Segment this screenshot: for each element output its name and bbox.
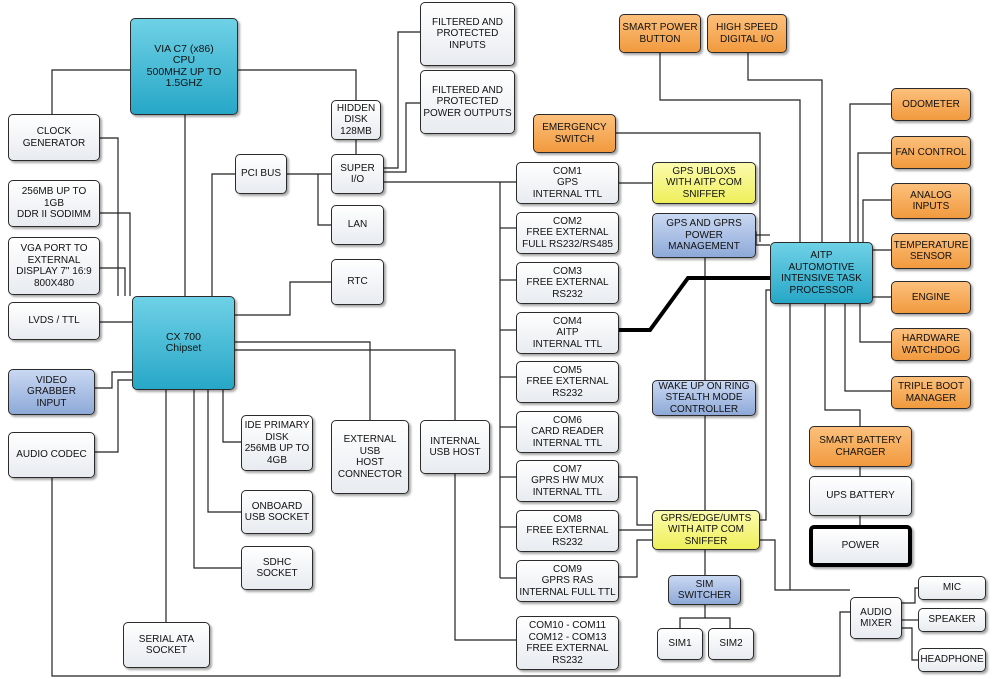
sim2-block: SIM2	[708, 628, 754, 660]
sdhc-block: SDHC SOCKET	[241, 546, 313, 590]
sim1-block: SIM1	[657, 628, 703, 660]
cpu-block: VIA C7 (x86) CPU 500MHZ UP TO 1.5GHZ	[130, 18, 238, 115]
clock-generator-block: CLOCK GENERATOR	[8, 114, 100, 161]
ext-usb-host-block: EXTERNAL USB HOST CONNECTOR	[331, 420, 409, 494]
com5-block: COM5 FREE EXTERNAL RS232	[516, 361, 619, 403]
audio-mixer-block: AUDIO MIXER	[850, 597, 902, 639]
gps-ublox-block: GPS UBLOX5 WITH AITP COM SNIFFER	[652, 162, 756, 204]
emergency-switch-block: EMERGENCY SWITCH	[533, 114, 616, 153]
com9-block: COM9 GPRS RAS INTERNAL FULL TTL	[516, 560, 619, 602]
power-block: POWER	[809, 525, 912, 567]
audio-codec-block: AUDIO CODEC	[8, 432, 95, 478]
com2-block: COM2 FREE EXTERNAL FULL RS232/RS485	[516, 212, 619, 254]
com4-block: COM4 AITP INTERNAL TTL	[516, 312, 619, 354]
com7-block: COM7 GPRS HW MUX INTERNAL TTL	[516, 460, 619, 502]
engine-block: ENGINE	[891, 281, 971, 314]
gprs-sniffer-block: GPRS/EDGE/UMTS WITH AITP COM SNIFFER	[652, 510, 760, 550]
com8-block: COM8 FREE EXTERNAL RS232	[516, 510, 619, 552]
aitp-block: AITP AUTOMOTIVE INTENSIVE TASK PROCESSOR	[770, 242, 873, 304]
onboard-usb-block: ONBOARD USB SOCKET	[241, 490, 313, 534]
rtc-block: RTC	[331, 259, 384, 305]
mic-block: MIC	[918, 576, 986, 600]
triple-boot-block: TRIPLE BOOT MANAGER	[891, 376, 971, 409]
video-grabber-block: VIDEO GRABBER INPUT	[8, 369, 95, 415]
wake-up-controller-block: WAKE UP ON RING STEALTH MODE CONTROLLER	[652, 380, 756, 416]
com6-block: COM6 CARD READER INTERNAL TTL	[516, 411, 619, 453]
super-io-block: SUPER I/O	[331, 154, 384, 194]
chipset-block: CX 700 Chipset	[132, 296, 235, 390]
vga-port-block: VGA PORT TO EXTERNAL DISPLAY 7" 16:9 800…	[8, 237, 100, 295]
com10-13-block: COM10 - COM11 COM12 - COM13 FREE EXTERNA…	[516, 616, 619, 670]
odometer-block: ODOMETER	[891, 88, 971, 121]
ram-block: 256MB UP TO 1GB DDR II SODIMM	[8, 180, 100, 227]
hidden-disk-block: HIDDEN DISK 128MB	[331, 100, 381, 140]
filtered-inputs-block: FILTERED AND PROTECTED INPUTS	[420, 2, 515, 66]
fan-control-block: FAN CONTROL	[891, 136, 971, 169]
sim-switcher-block: SIM SWITCHER	[668, 575, 741, 605]
int-usb-host-block: INTERNAL USB HOST	[420, 420, 490, 474]
hardware-watchdog-block: HARDWARE WATCHDOG	[891, 328, 971, 361]
lan-block: LAN	[331, 205, 384, 245]
ide-disk-block: IDE PRIMARY DISK 256MB UP TO 4GB	[241, 415, 313, 471]
analog-inputs-block: ANALOG INPUTS	[891, 183, 971, 219]
headphone-block: HEADPHONE	[918, 648, 986, 672]
ups-battery-block: UPS BATTERY	[809, 476, 912, 516]
pci-bus-block: PCI BUS	[235, 154, 287, 194]
com1-block: COM1 GPS INTERNAL TTL	[516, 162, 619, 204]
gps-gprs-power-block: GPS AND GPRS POWER MANAGEMENT	[652, 213, 756, 258]
com3-block: COM3 FREE EXTERNAL RS232	[516, 262, 619, 304]
serial-ata-block: SERIAL ATA SOCKET	[123, 622, 210, 668]
smart-power-button-block: SMART POWER BUTTON	[619, 14, 701, 53]
filtered-outputs-block: FILTERED AND PROTECTED POWER OUTPUTS	[420, 70, 515, 134]
high-speed-io-block: HIGH SPEED DIGITAL I/O	[707, 14, 787, 53]
smart-battery-block: SMART BATTERY CHARGER	[809, 426, 912, 467]
temperature-sensor-block: TEMPERATURE SENSOR	[891, 233, 971, 269]
speaker-block: SPEAKER	[918, 608, 986, 632]
lvds-block: LVDS / TTL	[8, 302, 100, 340]
